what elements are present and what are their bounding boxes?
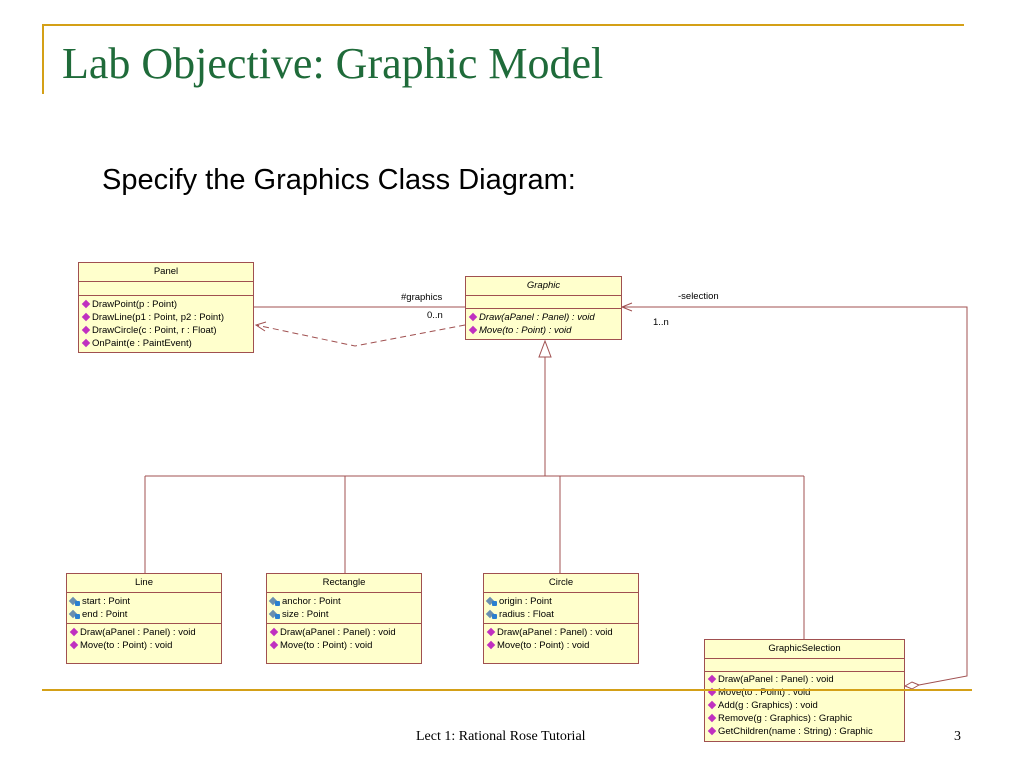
attributes-compartment: [79, 282, 253, 296]
operations-compartment: Draw(aPanel : Panel) : void Move(to : Po…: [67, 624, 221, 654]
selection-multiplicity-label: 1..n: [653, 317, 669, 328]
operation: Add(g : Graphics) : void: [707, 699, 901, 712]
dependency-arrowhead: [254, 321, 267, 332]
operation: Move(to : Point) : void: [269, 639, 418, 652]
class-name: Rectangle: [267, 574, 421, 593]
attributes-compartment: origin : Point radius : Float: [484, 593, 638, 624]
operation-diamond-icon: [81, 338, 91, 348]
operation-diamond-icon: [486, 640, 496, 650]
attribute: radius : Float: [487, 608, 635, 621]
operations-compartment: Draw(aPanel : Panel) : void Move(to : Po…: [484, 624, 638, 654]
class-panel[interactable]: Panel DrawPoint(p : Point) DrawLine(p1 :…: [78, 262, 254, 353]
operation: Move(to : Point) : void: [69, 639, 218, 652]
attribute: end : Point: [70, 608, 218, 621]
operation: Remove(g : Graphics) : Graphic: [707, 712, 901, 725]
class-rectangle[interactable]: Rectangle anchor : Point size : Point Dr…: [266, 573, 422, 664]
operation-diamond-icon: [81, 325, 91, 335]
operation: DrawCircle(c : Point, r : Float): [81, 324, 250, 337]
operation-diamond-icon: [81, 312, 91, 322]
operation: Move(to : Point) : void: [707, 686, 901, 699]
class-name: Graphic: [466, 277, 621, 296]
operations-compartment: Draw(aPanel : Panel) : void Move(to : Po…: [466, 309, 621, 339]
operation-diamond-icon: [707, 674, 717, 684]
attributes-compartment: start : Point end : Point: [67, 593, 221, 624]
operation-diamond-icon: [69, 627, 79, 637]
operation-diamond-icon: [269, 640, 279, 650]
operations-compartment: Draw(aPanel : Panel) : void Move(to : Po…: [705, 672, 904, 740]
attribute: start : Point: [70, 595, 218, 608]
operations-compartment: Draw(aPanel : Panel) : void Move(to : Po…: [267, 624, 421, 654]
frame-top-rule: [42, 24, 964, 26]
operation: GetChildren(name : String) : Graphic: [707, 725, 901, 738]
operation-diamond-icon: [468, 325, 478, 335]
operation-diamond-icon: [707, 713, 717, 723]
operation: Draw(aPanel : Panel) : void: [69, 626, 218, 639]
operation: DrawPoint(p : Point): [81, 298, 250, 311]
dependency-line: [255, 324, 466, 347]
slide-title: Lab Objective: Graphic Model: [62, 39, 604, 88]
operation: Move(to : Point) : void: [468, 324, 618, 337]
class-circle[interactable]: Circle origin : Point radius : Float Dra…: [483, 573, 639, 664]
attribute: origin : Point: [487, 595, 635, 608]
operation-diamond-icon: [269, 627, 279, 637]
operation-diamond-icon: [707, 700, 717, 710]
operation-diamond-icon: [81, 299, 91, 309]
operation: Draw(aPanel : Panel) : void: [468, 311, 618, 324]
attribute: size : Point: [270, 608, 418, 621]
attributes-compartment: [705, 659, 904, 672]
aggregation-diamond: [903, 681, 921, 690]
selection-role-label: -selection: [678, 291, 719, 302]
attribute: anchor : Point: [270, 595, 418, 608]
attribute-icon: [487, 597, 497, 606]
page-number: 3: [954, 729, 961, 744]
class-name: GraphicSelection: [705, 640, 904, 659]
operation: Draw(aPanel : Panel) : void: [486, 626, 635, 639]
operations-compartment: DrawPoint(p : Point) DrawLine(p1 : Point…: [79, 296, 253, 352]
graphics-role-label: #graphics: [401, 292, 443, 303]
attributes-compartment: anchor : Point size : Point: [267, 593, 421, 624]
frame-left-rule: [42, 24, 44, 94]
attribute-icon: [70, 610, 80, 619]
inheritance-triangle: [538, 339, 552, 358]
selection-arrowhead: [620, 302, 633, 312]
class-graphic[interactable]: Graphic Draw(aPanel : Panel) : void Move…: [465, 276, 622, 340]
operation: Draw(aPanel : Panel) : void: [269, 626, 418, 639]
class-line[interactable]: Line start : Point end : Point Draw(aPan…: [66, 573, 222, 664]
operation: Draw(aPanel : Panel) : void: [707, 673, 901, 686]
attribute-icon: [270, 597, 280, 606]
attribute-icon: [70, 597, 80, 606]
operation: Move(to : Point) : void: [486, 639, 635, 652]
operation-diamond-icon: [69, 640, 79, 650]
operation: OnPaint(e : PaintEvent): [81, 337, 250, 350]
attribute-icon: [487, 610, 497, 619]
selection-aggregation-line: [622, 306, 968, 686]
operation: DrawLine(p1 : Point, p2 : Point): [81, 311, 250, 324]
operation-diamond-icon: [486, 627, 496, 637]
class-name: Line: [67, 574, 221, 593]
slide-subtitle: Specify the Graphics Class Diagram:: [102, 164, 576, 196]
operation-diamond-icon: [468, 312, 478, 322]
class-name: Circle: [484, 574, 638, 593]
footer-text: Lect 1: Rational Rose Tutorial: [416, 729, 586, 744]
operation-diamond-icon: [707, 726, 717, 736]
attributes-compartment: [466, 296, 621, 309]
attribute-icon: [270, 610, 280, 619]
class-name: Panel: [79, 263, 253, 282]
graphics-multiplicity-label: 0..n: [427, 310, 443, 321]
footer-rule: [42, 689, 972, 691]
